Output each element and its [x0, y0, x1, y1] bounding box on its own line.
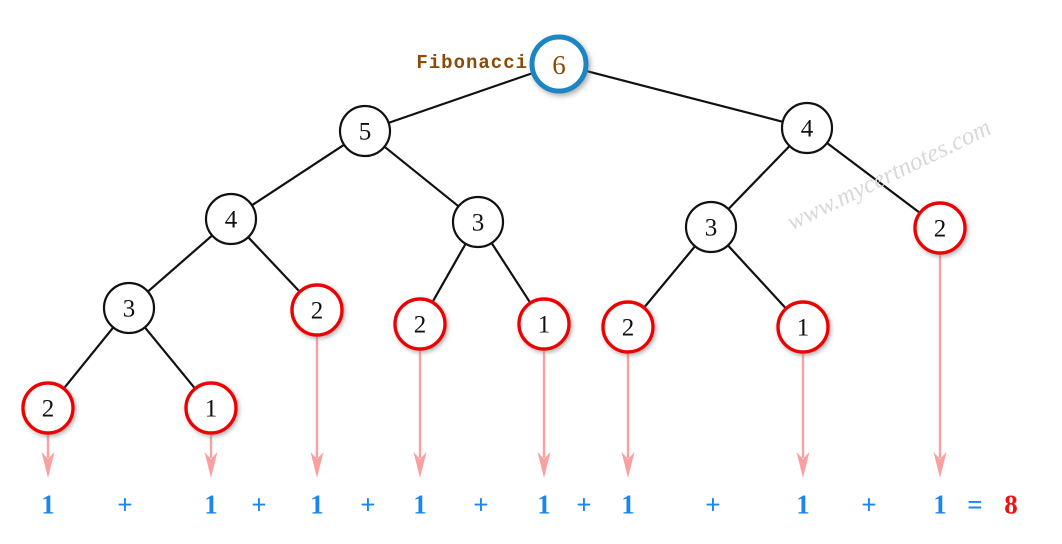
node-value-label: 5 [359, 119, 372, 146]
base-case-node-circle [517, 297, 571, 351]
sum-term-value: 1 [413, 489, 427, 520]
sum-total-value: 8 [1004, 489, 1018, 520]
sum-term-value: 1 [204, 489, 218, 520]
tree-nodes: 6 5 4 4 3 3 2 3 2 2 1 2 1 2 1 [21, 34, 967, 435]
leaf-arrows [41, 253, 947, 478]
tree-edge [382, 144, 459, 207]
tree-node-3[interactable]: 3 [451, 195, 505, 249]
internal-node-circle [684, 200, 738, 254]
arrow-head [41, 452, 55, 478]
sum-plus-operator: + [251, 489, 267, 520]
internal-node-circle [780, 101, 834, 155]
arrow-head [621, 452, 635, 478]
node-value-label: 2 [622, 315, 635, 342]
internal-node-circle [102, 281, 156, 335]
arrow-head [310, 452, 324, 478]
node-value-label: 2 [414, 312, 427, 339]
node-value-label: 2 [42, 396, 55, 423]
sum-term-value: 1 [621, 489, 635, 520]
arrow-head [204, 452, 218, 478]
sum-equals-operator: = [967, 489, 983, 520]
node-value-label: 6 [552, 50, 566, 80]
tree-edge [388, 71, 536, 124]
node-value-label: 4 [225, 207, 238, 234]
sum-term-value: 1 [310, 489, 324, 520]
tree-node-1-base[interactable]: 1 [776, 300, 830, 354]
sum-term-value: 1 [933, 489, 947, 520]
node-value-label: 2 [934, 216, 947, 243]
sum-plus-operator: + [705, 489, 721, 520]
base-case-node-circle [913, 201, 967, 255]
node-value-label: 2 [311, 298, 324, 325]
tree-node-2-base[interactable]: 2 [290, 283, 344, 337]
base-case-node-circle [184, 381, 238, 435]
tree-edge [727, 144, 792, 210]
root-node-circle [529, 34, 589, 94]
tree-edge [643, 244, 697, 309]
node-value-label: 1 [538, 312, 551, 339]
leaf-down-arrow [537, 349, 551, 478]
tree-edge [726, 243, 787, 309]
tree-edges [63, 69, 921, 389]
leaf-down-arrow [933, 253, 947, 478]
tree-edge [489, 241, 531, 304]
base-case-node-circle [776, 300, 830, 354]
tree-node-2-base[interactable]: 2 [913, 201, 967, 255]
sum-plus-operator: + [473, 489, 489, 520]
tree-edge [251, 143, 347, 206]
arrow-head [537, 452, 551, 478]
leaf-down-arrow [310, 335, 324, 478]
node-value-label: 3 [123, 296, 136, 323]
tree-node-2-base[interactable]: 2 [21, 381, 75, 435]
arrow-head [413, 452, 427, 478]
node-value-label: 1 [205, 396, 218, 423]
sum-term-value: 1 [796, 489, 810, 520]
leaf-down-arrow [41, 433, 55, 478]
base-case-node-circle [601, 300, 655, 354]
tree-edge [246, 235, 301, 293]
tree-node-3[interactable]: 3 [102, 281, 156, 335]
sum-term-value: 1 [537, 489, 551, 520]
sum-term-value: 1 [41, 489, 55, 520]
tree-node-2-base[interactable]: 2 [601, 300, 655, 354]
tree-edge [147, 233, 215, 293]
sum-plus-operator: + [117, 489, 133, 520]
tree-node-3[interactable]: 3 [684, 200, 738, 254]
tree-node-1-base[interactable]: 1 [184, 381, 238, 435]
tree-edge [63, 325, 115, 389]
tree-node-4[interactable]: 4 [204, 192, 258, 246]
tree-node-2-base[interactable]: 2 [393, 297, 447, 351]
sum-plus-operator: + [576, 489, 592, 520]
arrow-head [796, 452, 810, 478]
base-case-node-circle [393, 297, 447, 351]
tree-edge [431, 241, 468, 303]
node-value-label: 3 [472, 210, 485, 237]
fibonacci-caption: Fibonacci [416, 52, 528, 74]
tree-node-1-base[interactable]: 1 [517, 297, 571, 351]
leaf-down-arrow [413, 349, 427, 478]
node-value-label: 1 [797, 315, 810, 342]
node-value-label: 3 [705, 215, 718, 242]
tree-edge [825, 141, 921, 214]
sum-plus-operator: + [861, 489, 877, 520]
base-case-node-circle [290, 283, 344, 337]
base-case-node-circle [21, 381, 75, 435]
internal-node-circle [204, 192, 258, 246]
tree-node-5[interactable]: 5 [338, 104, 392, 158]
tree-edge [143, 325, 196, 389]
internal-node-circle [338, 104, 392, 158]
leaf-down-arrow [204, 433, 218, 478]
leaf-down-arrow [796, 352, 810, 478]
node-value-label: 4 [801, 116, 814, 143]
sum-plus-operator: + [360, 489, 376, 520]
tree-edge [583, 69, 783, 123]
internal-node-circle [451, 195, 505, 249]
arrow-head [933, 452, 947, 478]
tree-node-6-root[interactable]: 6 [529, 34, 589, 94]
tree-node-4[interactable]: 4 [780, 101, 834, 155]
leaf-down-arrow [621, 352, 635, 478]
